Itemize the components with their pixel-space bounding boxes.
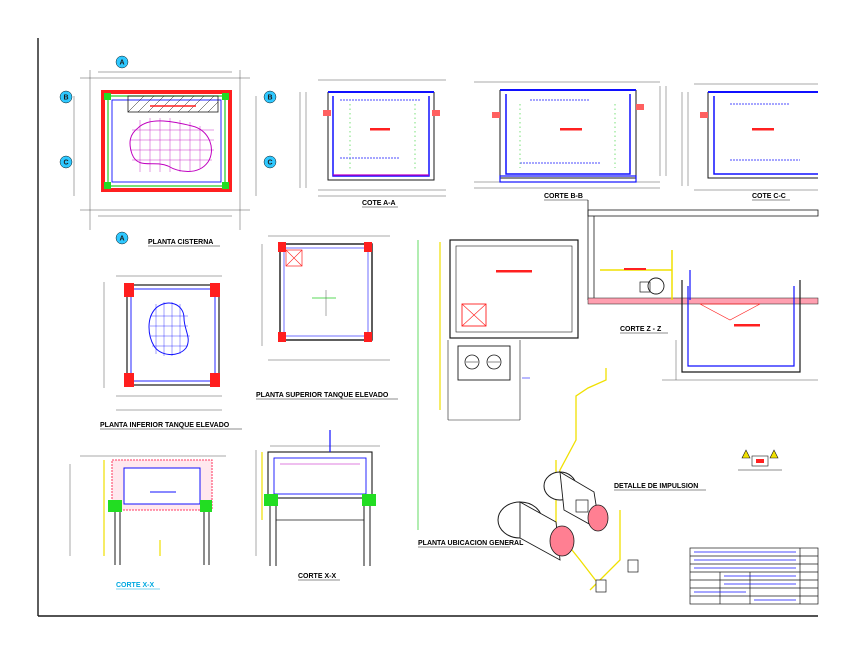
- section-marker-label: C: [63, 160, 68, 167]
- section-marker-label: C: [267, 160, 272, 167]
- section-marker-a-top: A: [115, 55, 129, 69]
- title-corte-a-a: COTE A-A: [362, 200, 396, 207]
- title-corte-x-x-middle: CORTE X-X: [298, 573, 336, 580]
- section-marker-label: A: [119, 236, 124, 243]
- section-marker-b-right: B: [263, 90, 277, 104]
- detalle-de-impulsion: DETALLE DE IMPULSION: [497, 368, 706, 593]
- water-blob-tanque: [148, 302, 189, 355]
- title-block: [689, 547, 819, 605]
- title-corte-z-z: CORTE Z - Z: [620, 326, 662, 333]
- section-marker-label: B: [63, 95, 68, 102]
- section-marker-b-left: B: [59, 90, 73, 104]
- water-blob-cisterna: [129, 120, 212, 172]
- title-planta-inferior: PLANTA INFERIOR TANQUE ELEVADO: [100, 422, 230, 429]
- corte-z-z: CORTE Z - Z: [587, 200, 819, 381]
- legend-symbol: [738, 449, 782, 471]
- section-marker-label: B: [267, 95, 272, 102]
- section-marker-a-bottom: A: [115, 231, 129, 245]
- planta-superior-tanque-elevado: PLANTA SUPERIOR TANQUE ELEVADO: [256, 235, 398, 400]
- sheet-frame: [37, 38, 818, 617]
- corte-x-x-middle: CORTE X-X: [255, 430, 380, 581]
- section-marker-c-right: C: [263, 155, 277, 169]
- planta-inferior-tanque-elevado: PLANTA INFERIOR TANQUE ELEVADO: [100, 275, 242, 430]
- section-marker-label: A: [119, 60, 124, 67]
- title-corte-c-c: COTE C-C: [752, 193, 786, 200]
- title-corte-b-b: CORTE B-B: [544, 193, 583, 200]
- planta-cisterna: A A B B C C PLANTA CISTERNA: [59, 55, 277, 247]
- corte-x-x-left: CORTE X-X: [69, 455, 226, 590]
- pump-left: [497, 501, 575, 561]
- planta-ubicacion-general: PLANTA UBICACION GENERAL: [417, 239, 579, 548]
- corte-c-c: COTE C-C: [681, 83, 818, 201]
- title-block-text-lines: [694, 551, 796, 601]
- corte-b-b: CORTE B-B: [474, 81, 667, 201]
- title-planta-superior: PLANTA SUPERIOR TANQUE ELEVADO: [256, 392, 389, 399]
- title-planta-cisterna: PLANTA CISTERNA: [148, 239, 213, 246]
- title-corte-x-x-left: CORTE X-X: [116, 582, 154, 589]
- corte-a-a: COTE A-A: [299, 79, 446, 208]
- title-planta-ubicacion: PLANTA UBICACION GENERAL: [418, 540, 524, 547]
- section-marker-c-left: C: [59, 155, 73, 169]
- title-detalle-impulsion: DETALLE DE IMPULSION: [614, 483, 698, 490]
